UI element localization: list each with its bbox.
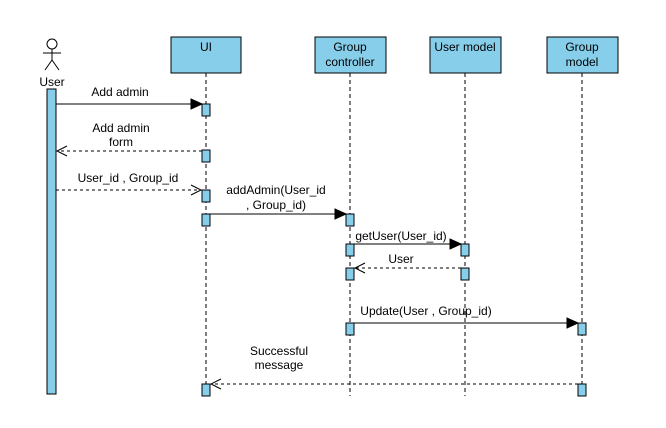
message-add-admin-form: Add admin form <box>55 121 202 157</box>
participant-group-controller-line1: Group <box>333 40 367 54</box>
open-arrowhead-icon <box>55 145 68 157</box>
participant-ui: UI <box>170 36 242 74</box>
filled-arrowhead-icon <box>566 317 580 329</box>
message-update-label: Update(User , Group_id) <box>360 304 491 318</box>
activation-group-model-2 <box>577 383 587 397</box>
participant-group-controller: Group controller <box>314 36 387 74</box>
message-update: Update(User , Group_id) <box>354 304 580 329</box>
filled-arrowhead-icon <box>334 208 348 220</box>
activation-group-controller-3 <box>345 267 355 281</box>
message-add-admin-call-line2: , Group_id) <box>246 198 306 212</box>
participant-group-model: Group model <box>546 36 619 74</box>
participant-user-model-label: User model <box>434 40 495 54</box>
open-arrowhead-icon <box>190 184 203 196</box>
activation-group-model-1 <box>577 322 587 336</box>
activation-ui-2 <box>201 149 211 163</box>
message-user-return-label: User <box>388 252 413 266</box>
activation-ui-3 <box>201 189 211 203</box>
message-successful-line1: Successful <box>250 344 308 358</box>
message-successful-line2: message <box>255 358 304 372</box>
activation-ui-4 <box>201 213 211 227</box>
activation-user-model-2 <box>460 267 470 281</box>
message-get-user: getUser(User_id) <box>354 229 463 250</box>
activation-ui-1 <box>201 103 211 117</box>
filled-arrowhead-icon <box>190 98 204 110</box>
message-add-admin-form-line2: form <box>109 135 133 149</box>
message-add-admin-label: Add admin <box>91 85 148 99</box>
activation-group-controller-4 <box>345 322 355 336</box>
actor-label: User <box>39 75 64 89</box>
open-arrowhead-icon <box>353 262 366 274</box>
participant-group-controller-line2: controller <box>325 55 374 69</box>
activation-ui-5 <box>201 383 211 397</box>
activation-group-controller-2 <box>345 243 355 257</box>
participant-user-model: User model <box>429 36 502 74</box>
activation-user-model-1 <box>460 243 470 257</box>
participant-ui-label: UI <box>200 40 212 54</box>
message-add-admin-call: addAdmin(User_id , Group_id) <box>210 183 348 220</box>
activation-user <box>46 88 57 395</box>
activation-group-controller-1 <box>345 213 355 227</box>
filled-arrowhead-icon <box>449 238 463 250</box>
message-user-id-group-id: User_id , Group_id <box>56 171 203 196</box>
message-user-return: User <box>353 252 461 274</box>
message-add-admin-call-line1: addAdmin(User_id <box>226 183 325 197</box>
participant-group-model-line1: Group <box>565 40 599 54</box>
message-user-id-group-id-label: User_id , Group_id <box>78 171 179 185</box>
message-add-admin: Add admin <box>56 85 204 110</box>
stick-figure-icon <box>43 38 61 71</box>
open-arrowhead-icon <box>209 378 222 390</box>
actor-user: User <box>39 38 65 89</box>
participant-group-model-line2: model <box>566 55 599 69</box>
message-add-admin-form-line1: Add admin <box>92 121 149 135</box>
message-successful: Successful message <box>209 344 578 390</box>
message-get-user-label: getUser(User_id) <box>355 229 446 243</box>
